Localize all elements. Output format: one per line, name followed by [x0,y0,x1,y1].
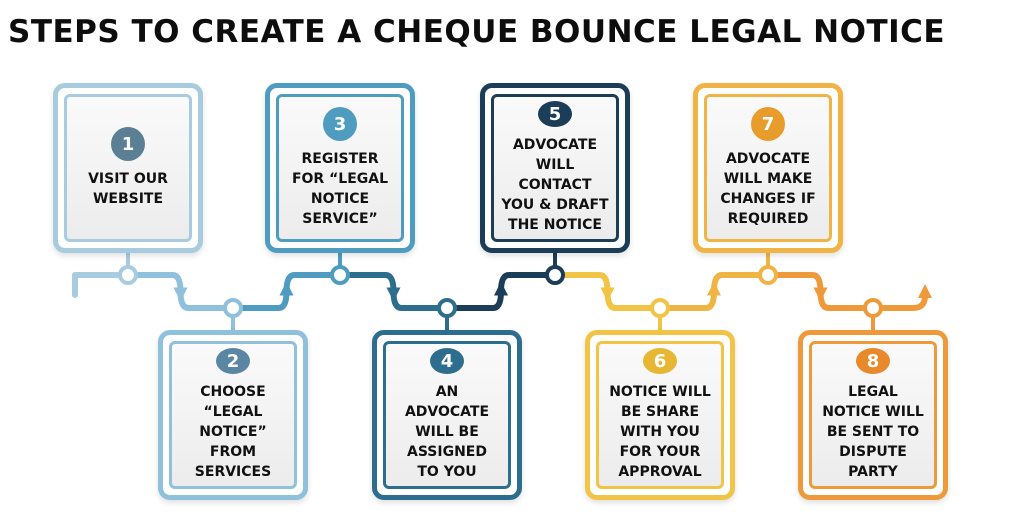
arrow-icon [173,287,188,302]
arrow-icon [279,281,294,296]
timeline-node [223,298,243,318]
step-label: VISIT OUR WEBSITE [88,171,168,207]
step-number-badge: 6 [643,348,677,374]
timeline-node [650,298,670,318]
arrow-icon [918,284,932,298]
step-label: ADVOCATE WILL MAKE CHANGES IF REQUIRED [720,151,816,227]
step-label: NOTICE WILL BE SHARE WITH YOU FOR YOUR A… [609,384,711,480]
step-number-badge: 3 [323,107,357,141]
step-label: CHOOSE “LEGAL NOTICE” FROM SERVICES [194,384,272,480]
arrow-icon [386,287,401,302]
step-label: LEGAL NOTICE WILL BE SENT TO DISPUTE PAR… [822,384,924,480]
timeline-node [758,265,778,285]
step-card-4: 4 AN ADVOCATE WILL BE ASSIGNED TO YOU [372,330,522,500]
timeline-node [545,265,565,285]
timeline-segment [870,293,928,311]
timeline-node [437,298,457,318]
step-number-badge: 1 [111,127,145,161]
timeline-node [330,265,350,285]
step-number-badge: 8 [856,348,890,374]
step-label: REGISTER FOR “LEGAL NOTICE SERVICE” [291,151,389,227]
step-label: AN ADVOCATE WILL BE ASSIGNED TO YOU [404,384,490,480]
timeline-node [863,298,883,318]
step-number-badge: 5 [538,101,572,127]
arrow-icon [813,287,828,302]
timeline-node [118,265,138,285]
arrow-icon [707,281,721,296]
arrow-icon [600,287,615,302]
timeline-segment [72,272,131,298]
step-number-badge: 4 [430,348,464,374]
step-number-badge: 7 [751,107,785,141]
step-number-badge: 2 [216,348,250,374]
step-label: ADVOCATE WILL CONTACT YOU & DRAFT THE NO… [501,137,609,233]
arrow-icon [494,281,508,296]
page-title: STEPS TO CREATE A CHEQUE BOUNCE LEGAL NO… [8,14,946,50]
